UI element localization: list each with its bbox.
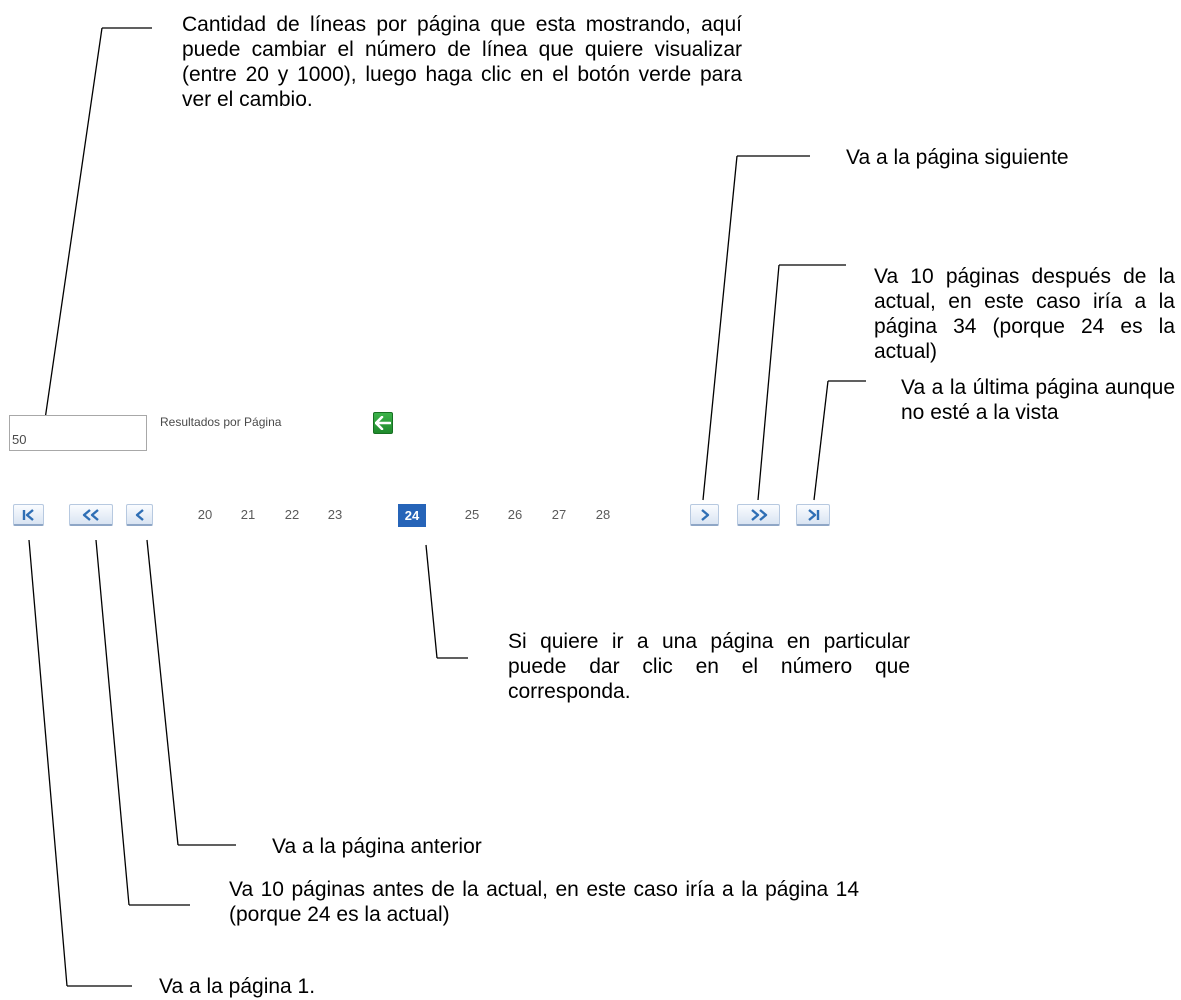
- next-page-button[interactable]: [690, 504, 719, 526]
- chevron-right-icon: [700, 508, 709, 521]
- page-number-21[interactable]: 21: [240, 507, 256, 522]
- previous-page-button[interactable]: [126, 504, 153, 526]
- annotation-back-ten: Va 10 páginas antes de la actual, en est…: [229, 878, 859, 926]
- annotation-next-page: Va a la página siguiente: [846, 146, 1069, 169]
- chevron-left-icon: [135, 508, 144, 521]
- double-chevron-right-icon: [750, 508, 767, 521]
- page-number-27[interactable]: 27: [551, 507, 567, 522]
- last-page-icon: [808, 508, 820, 521]
- annotation-first-page: Va a la página 1.: [159, 975, 316, 998]
- annotation-previous-page: Va a la página anterior: [272, 835, 482, 858]
- annotation-specific-page: Si quiere ir a una página en particular …: [508, 630, 910, 703]
- annotation-lines-per-page: Cantidad de líneas por página que esta m…: [182, 13, 742, 111]
- first-page-icon: [22, 508, 34, 521]
- page-number-23[interactable]: 23: [327, 507, 343, 522]
- double-chevron-left-icon: [82, 508, 99, 521]
- current-page-number[interactable]: 24: [398, 504, 426, 527]
- page-number-22[interactable]: 22: [284, 507, 300, 522]
- forward-ten-pages-button[interactable]: [737, 504, 780, 526]
- page-number-26[interactable]: 26: [507, 507, 523, 522]
- arrow-left-icon: [375, 416, 391, 430]
- annotation-forward-ten: Va 10 páginas después de la actual, en e…: [874, 265, 1175, 363]
- annotation-last-page: Va a la última página aunque no esté a l…: [901, 376, 1175, 424]
- first-page-button[interactable]: [13, 504, 44, 526]
- page-number-25[interactable]: 25: [464, 507, 480, 522]
- apply-results-per-page-button[interactable]: [373, 412, 393, 434]
- results-per-page-input[interactable]: [9, 415, 147, 451]
- last-page-button[interactable]: [796, 504, 830, 526]
- results-per-page-label: Resultados por Página: [160, 415, 282, 429]
- back-ten-pages-button[interactable]: [69, 504, 113, 526]
- page-number-28[interactable]: 28: [595, 507, 611, 522]
- page-number-20[interactable]: 20: [197, 507, 213, 522]
